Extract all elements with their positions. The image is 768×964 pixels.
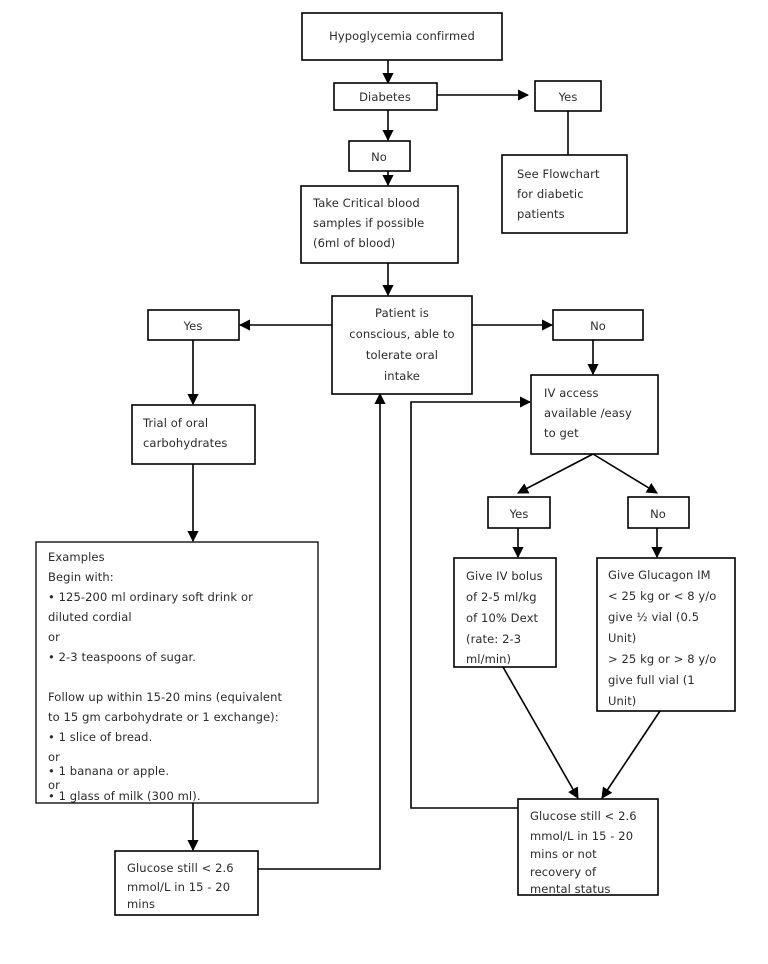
node-line-bolus-3: (rate: 2-3 [466,632,521,646]
edges-group [187,60,663,870]
node-label-iv-yes: Yes [509,507,529,521]
node-line-glucose-right-4: mental status [530,882,611,896]
node-line-examples-5: • 2-3 teaspoons of sugar. [48,650,196,664]
node-line-glucose-right-2: mins or not [530,847,597,861]
node-line-examples-1: Begin with: [48,570,114,584]
node-iv-yes[interactable]: Yes [487,496,551,529]
node-line-glucose-left-0: Glucose still < 2.6 [127,861,234,875]
node-line-iv-access-2: to get [544,426,579,440]
node-conscious-no[interactable]: No [552,309,644,341]
node-line-glucagon-2: give ½ vial (0.5 [608,610,699,624]
node-glucose-still-right[interactable]: Glucose still < 2.6 mmol/L in 15 - 20 mi… [517,798,659,896]
edge-iv-access-to-iv-no [592,453,658,494]
node-line-glucose-right-0: Glucose still < 2.6 [530,809,637,823]
node-line-examples-3: diluted cordial [48,610,132,624]
node-diabetes[interactable]: Diabetes [333,82,438,111]
node-line-examples-4: or [48,630,60,644]
node-line-critical-samples-0: Take Critical blood [312,196,420,210]
node-line-examples-12: or [48,778,60,792]
node-line-examples-10: or [48,750,60,764]
node-critical-samples[interactable]: Take Critical blood samples if possible … [300,185,459,264]
node-line-examples-7: Follow up within 15-20 mins (equivalent [48,690,282,704]
node-line-glucose-right-1: mmol/L in 15 - 20 [530,829,633,843]
node-line-trial-oral-1: carbohydrates [143,436,227,450]
node-line-bolus-1: of 2-5 ml/kg [466,590,537,604]
node-patient-conscious[interactable]: Patient is conscious, able to tolerate o… [331,295,473,395]
node-give-iv-bolus[interactable]: Give IV bolus of 2-5 ml/kg of 10% Dext (… [453,557,557,668]
node-line-glucagon-3: Unit) [608,631,636,645]
edge-glucose-right-to-iv-access [410,396,532,809]
node-line-glucagon-6: Unit) [608,694,636,708]
node-line-iv-access-1: available /easy [544,406,632,420]
edge-bolus-to-glucose-right [502,666,579,799]
node-line-examples-13: • 1 glass of milk (300 ml). [48,789,201,803]
node-line-iv-access-0: IV access [544,386,599,400]
node-label-conscious-no: No [590,319,606,333]
node-line-examples-0: Examples [48,550,105,564]
node-give-glucagon[interactable]: Give Glucagon IM < 25 kg or < 8 y/o give… [596,557,736,712]
node-line-patient-conscious-0: Patient is [375,306,429,320]
node-label-diabetes: Diabetes [359,90,411,104]
node-line-examples-11: • 1 banana or apple. [48,764,169,778]
node-conscious-yes[interactable]: Yes [147,309,240,341]
node-line-examples-2: • 125-200 ml ordinary soft drink or [48,590,253,604]
node-diabetes-no[interactable]: No [348,140,411,172]
node-line-see-flowchart-2: patients [517,207,565,221]
node-trial-oral[interactable]: Trial of oral carbohydrates [131,404,256,465]
node-line-glucose-right-3: recovery of [530,865,597,879]
edge-iv-access-to-iv-yes [517,453,594,494]
node-label-conscious-yes: Yes [183,319,203,333]
node-line-glucose-left-2: mins [127,897,155,911]
node-line-glucagon-4: > 25 kg or > 8 y/o [608,652,716,666]
node-diabetes-yes[interactable]: Yes [534,80,602,112]
node-see-flowchart[interactable]: See Flowchart for diabetic patients [501,154,628,234]
node-line-bolus-0: Give IV bolus [466,569,543,583]
node-line-trial-oral-0: Trial of oral [142,416,208,430]
node-line-examples-8: to 15 gm carbohydrate or 1 exchange): [48,710,279,724]
node-line-patient-conscious-3: intake [384,369,420,383]
node-line-patient-conscious-2: tolerate oral [366,348,438,362]
node-line-glucagon-5: give full vial (1 [608,673,695,687]
node-line-critical-samples-2: (6ml of blood) [313,236,395,250]
node-line-glucagon-1: < 25 kg or < 8 y/o [608,589,716,603]
node-iv-access[interactable]: IV access available /easy to get [530,374,659,455]
node-line-glucagon-0: Give Glucagon IM [608,568,711,582]
node-line-see-flowchart-0: See Flowchart [517,167,600,181]
node-glucose-still-left[interactable]: Glucose still < 2.6 mmol/L in 15 - 20 mi… [114,850,259,916]
node-label-hypoglycemia-confirmed: Hypoglycemia confirmed [329,29,475,43]
node-iv-no[interactable]: No [627,496,690,529]
edge-glucose-left-to-patient [258,392,386,870]
node-examples[interactable]: Examples Begin with: • 125-200 ml ordina… [35,541,319,804]
node-line-see-flowchart-1: for diabetic [517,187,584,201]
node-label-diabetes-no: No [371,150,387,164]
node-line-examples-9: • 1 slice of bread. [48,730,152,744]
node-line-bolus-2: of 10% Dext [466,611,538,625]
node-label-iv-no: No [650,507,666,521]
node-line-glucose-left-1: mmol/L in 15 - 20 [127,880,230,894]
node-hypoglycemia-confirmed[interactable]: Hypoglycemia confirmed [301,12,503,61]
node-line-patient-conscious-1: conscious, able to [349,327,454,341]
node-line-critical-samples-1: samples if possible [313,216,424,230]
edge-glucagon-to-glucose-right [601,710,661,799]
node-label-diabetes-yes: Yes [558,90,578,104]
node-line-bolus-4: ml/min) [466,652,511,666]
